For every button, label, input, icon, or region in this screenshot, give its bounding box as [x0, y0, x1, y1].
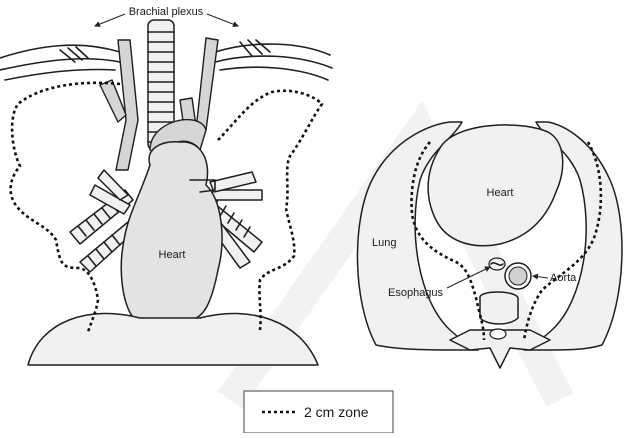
plexus-arrow-left [95, 14, 125, 26]
label-lung: Lung [372, 237, 396, 249]
diaphragm [28, 313, 318, 365]
label-esophagus: Esophagus [388, 287, 444, 299]
label-aorta: Aorta [550, 272, 577, 284]
plexus-arrow-right [207, 14, 238, 26]
heart-coronal [121, 142, 222, 320]
brachial-plexus-right [215, 40, 332, 80]
label-heart-coronal: Heart [159, 249, 186, 261]
brachial-plexus-left [0, 45, 120, 80]
esophagus-axial [489, 258, 505, 270]
label-brachial-plexus: Brachial plexus [129, 6, 204, 18]
aorta-axial [505, 263, 531, 289]
legend-label: 2 cm zone [304, 404, 369, 420]
axial-view: Heart Lung Esophagus Aorta [357, 122, 622, 368]
label-heart-axial: Heart [487, 187, 514, 199]
aorta-arrow [533, 276, 548, 278]
heart-axial [428, 125, 563, 246]
legend: 2 cm zone [244, 391, 393, 433]
